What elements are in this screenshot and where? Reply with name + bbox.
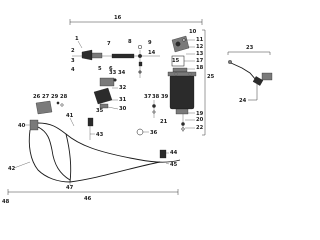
relay-block: 33 34 32 31 30 35 (93, 70, 127, 114)
callout-14: 14 (148, 50, 156, 56)
callout-8: 8 (128, 39, 132, 45)
cable-terminal (228, 60, 232, 64)
harness-main-3 (65, 133, 72, 183)
callout-23: 23 (246, 45, 254, 51)
relay-screw (113, 78, 117, 82)
flasher-screw (56, 101, 60, 105)
callout-43: 43 (96, 132, 104, 138)
shaft-washer (137, 44, 143, 50)
callout-40: 40 (18, 123, 26, 129)
callout-47: 47 (66, 185, 74, 191)
relay-plug (99, 103, 109, 109)
callout-1: 1 (75, 36, 79, 42)
callout-5: 5 (98, 66, 102, 72)
endcap-bolt-1 (174, 72, 178, 76)
harness-connector-right (159, 149, 167, 159)
callout-20: 20 (196, 117, 204, 123)
solenoid-assembly: 10 11 12 13 15 17 18 19 20 22 (167, 29, 204, 132)
starter-motor-body (169, 74, 195, 110)
starter-shaft-cluster: 1 2 3 4 5 6 7 8 9 14 (71, 36, 160, 78)
callout-46: 46 (84, 196, 92, 202)
callout-21: 21 (160, 119, 168, 125)
battery-cable (230, 62, 257, 81)
harness-main-1 (37, 122, 181, 163)
callout-39: 39 (161, 94, 169, 100)
cable-clamp (252, 76, 264, 86)
callout-48: 48 (2, 199, 10, 204)
callout-34: 34 (118, 70, 126, 76)
callout-33: 33 (109, 70, 117, 76)
callout-28: 28 (60, 94, 68, 100)
callout-6: 6 (109, 66, 113, 72)
callout-19: 19 (196, 111, 204, 117)
harness-main-2 (37, 126, 71, 181)
callout-15: 15 (172, 58, 180, 64)
callout-16: 16 (114, 15, 122, 21)
callout-31: 31 (119, 97, 127, 103)
starter-foot (175, 108, 189, 115)
cable-end-plug (261, 72, 273, 81)
flasher-unit (35, 100, 53, 115)
starter-endcap (167, 71, 197, 77)
callout-2: 2 (71, 48, 75, 54)
callout-25: 25 (207, 74, 215, 80)
callout-30: 30 (119, 106, 127, 112)
flasher-block: 26 27 29 28 (33, 94, 68, 115)
callout-4: 4 (71, 67, 75, 73)
callout-17: 17 (196, 58, 204, 64)
solenoid-terminal (175, 41, 181, 47)
callout-36: 36 (150, 130, 158, 136)
callout-42: 42 (8, 166, 16, 172)
exploded-parts-diagram: 16 25 23 24 1 2 3 4 5 6 7 8 (2, 15, 273, 204)
grommet-ring (136, 128, 144, 136)
callout-11: 11 (196, 37, 204, 43)
pinion-sleeve (91, 52, 103, 59)
callout-24: 24 (239, 98, 247, 104)
top-bracket: 16 (69, 15, 203, 25)
endcap-bolt-2 (188, 72, 192, 76)
harness-branch-2 (69, 161, 161, 183)
armature-shaft (111, 53, 135, 59)
small-parts-column: 37 38 39 21 (144, 94, 169, 125)
harness-branch-1 (28, 129, 71, 183)
flasher-washer (60, 103, 64, 107)
drive-pinion (81, 49, 93, 61)
bottom-bracket: 46 (7, 189, 179, 202)
right-bracket: 25 (202, 29, 215, 136)
callout-38: 38 (152, 94, 160, 100)
relay-top (99, 77, 115, 87)
callout-18: 18 (196, 65, 204, 71)
callout-32: 32 (119, 85, 127, 91)
relay-body (93, 87, 113, 105)
harness-connector-left (29, 119, 39, 131)
wiring-harness: 40 41 42 43 36 44 45 47 (8, 113, 181, 191)
callout-12: 12 (196, 44, 204, 50)
callout-13: 13 (196, 51, 204, 57)
callout-9: 9 (148, 40, 152, 46)
battery-cable-group: 23 24 (227, 45, 273, 104)
callout-45: 45 (170, 162, 178, 168)
callout-26: 26 (33, 94, 41, 100)
callout-7: 7 (107, 41, 111, 47)
harness-connector-mid (87, 117, 94, 127)
callout-29: 29 (51, 94, 59, 100)
callout-27: 27 (42, 94, 50, 100)
solenoid-mount (172, 67, 188, 73)
callout-3: 3 (71, 58, 75, 64)
callout-37: 37 (144, 94, 152, 100)
callout-35: 35 (96, 108, 104, 114)
callout-44: 44 (170, 150, 178, 156)
shaft-collar (138, 61, 143, 67)
callout-10: 10 (189, 29, 197, 35)
solenoid-cap (171, 35, 190, 53)
callout-22: 22 (196, 125, 204, 131)
callout-41: 41 (66, 113, 74, 119)
